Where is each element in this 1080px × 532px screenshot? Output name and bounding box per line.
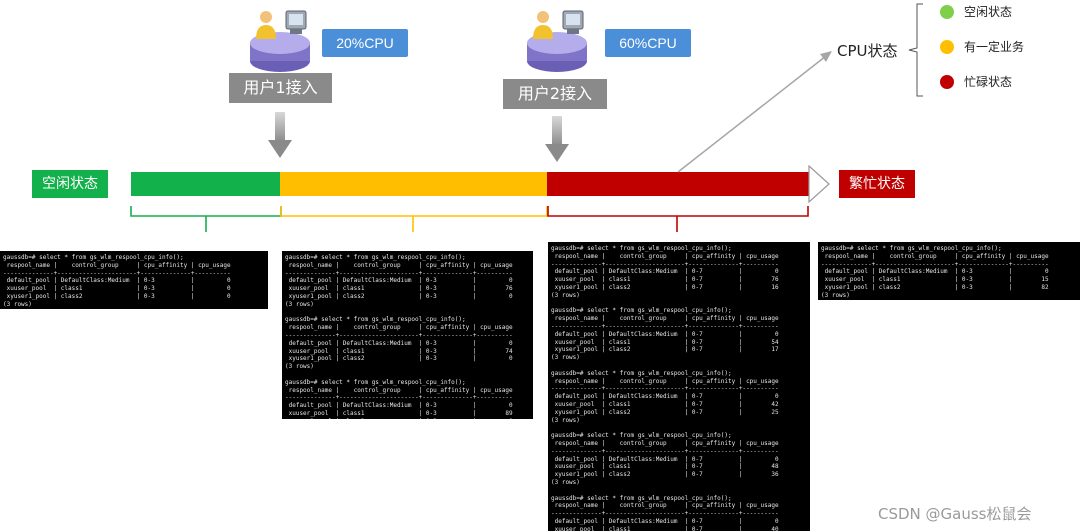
user2-cpu-badge: 60%CPU	[605, 29, 691, 57]
user1-label: 用户1接入	[229, 73, 332, 103]
legend-connector-line	[677, 51, 832, 173]
terminal-text-3: gaussdb=# select * from gs_wlm_respool_c…	[551, 245, 779, 531]
terminal-output-4: gaussdb=# select * from gs_wlm_respool_c…	[818, 242, 1080, 300]
timeline-medium-segment	[280, 172, 547, 196]
terminal-text-1: gaussdb=# select * from gs_wlm_respool_c…	[3, 254, 231, 308]
watermark: CSDN @Gauss松鼠会	[878, 505, 1032, 523]
user2-label: 用户2接入	[503, 79, 607, 109]
terminal-output-3: gaussdb=# select * from gs_wlm_respool_c…	[548, 242, 810, 531]
legend-medium-dot	[940, 40, 954, 54]
user2-icon	[523, 5, 591, 75]
idle-state-tag: 空闲状态	[32, 170, 108, 198]
busy-state-tag: 繁忙状态	[839, 170, 915, 198]
terminal-output-2: gaussdb=# select * from gs_wlm_respool_c…	[282, 251, 533, 419]
timeline-arrowhead-icon	[808, 165, 830, 203]
terminal-text-4: gaussdb=# select * from gs_wlm_respool_c…	[821, 245, 1049, 299]
down-arrow-icon	[545, 116, 569, 162]
timeline-busy-segment	[547, 172, 809, 196]
legend-bracket	[908, 3, 923, 97]
legend-medium-label: 有一定业务	[964, 40, 1025, 54]
user1-cpu-badge: 20%CPU	[322, 29, 408, 57]
timeline-idle-segment	[131, 172, 280, 196]
brace-busy	[547, 206, 809, 232]
terminal-output-1: gaussdb=# select * from gs_wlm_respool_c…	[0, 251, 268, 309]
brace-medium	[280, 206, 548, 232]
brace-idle	[130, 206, 282, 232]
down-arrow-icon	[268, 112, 292, 158]
terminal-text-2: gaussdb=# select * from gs_wlm_respool_c…	[285, 254, 513, 419]
legend-idle-label: 空闲状态	[964, 5, 1013, 19]
legend-idle-dot	[940, 5, 954, 19]
legend-busy-dot	[940, 75, 954, 89]
legend-busy-label: 忙碌状态	[964, 75, 1013, 89]
user1-icon	[246, 5, 314, 75]
legend-title: CPU状态	[837, 42, 898, 60]
